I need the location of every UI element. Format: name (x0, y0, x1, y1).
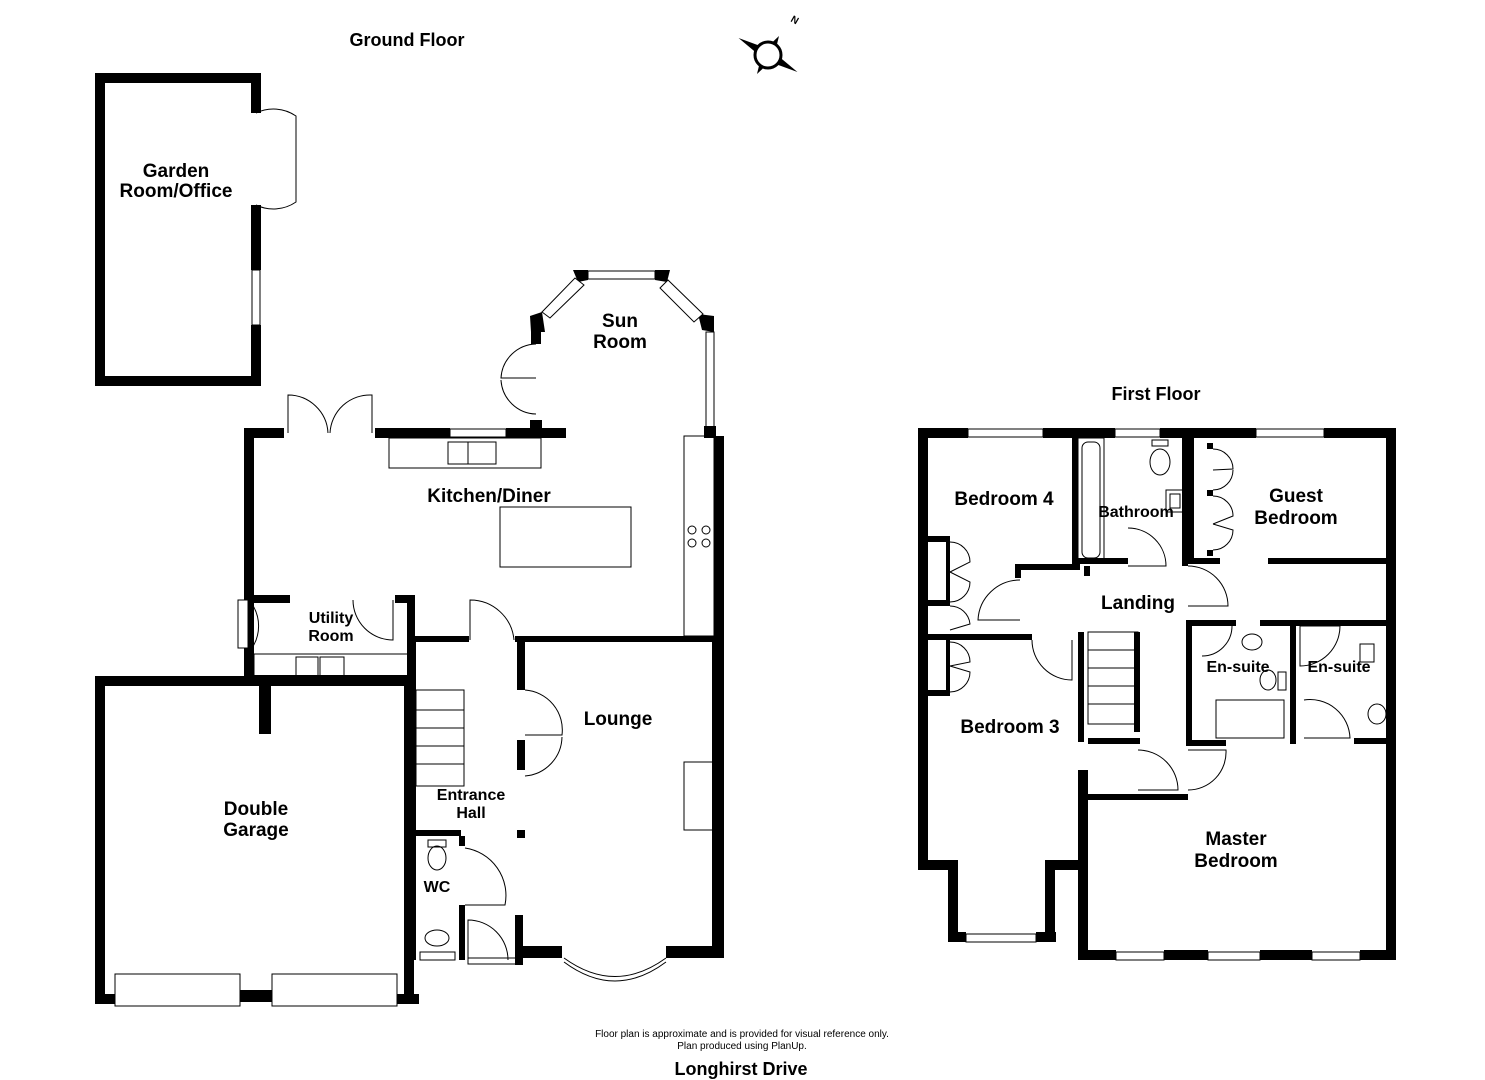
disclaimer-line-2: Plan produced using PlanUp. (677, 1041, 807, 1052)
address-label: Longhirst Drive (674, 1059, 807, 1079)
landing-label: Landing (1101, 593, 1175, 614)
garden-room-label-1: Garden (143, 161, 210, 182)
lounge (517, 640, 724, 982)
disclaimer-line-1: Floor plan is approximate and is provide… (595, 1029, 889, 1040)
sun-room (500, 270, 716, 438)
double-garage (95, 676, 419, 1007)
bathroom (1077, 437, 1188, 567)
ground-floor-title: Ground Floor (350, 30, 465, 50)
guest-bedroom-label-2: Bedroom (1254, 508, 1337, 529)
utility-room-label-1: Utility (309, 610, 354, 627)
entrance-hall (408, 640, 563, 965)
guest-bedroom-label-1: Guest (1269, 486, 1324, 507)
first-floor-walls (918, 428, 1396, 961)
en-suite-2-label: En-suite (1307, 659, 1370, 676)
kitchen-diner (244, 394, 724, 678)
bedroom-4-label: Bedroom 4 (954, 489, 1054, 510)
entrance-hall-label-1: Entrance (437, 787, 506, 804)
first-floor-title: First Floor (1112, 384, 1201, 404)
sun-room-label-1: Sun (602, 311, 638, 332)
bedroom-3-label: Bedroom 3 (960, 717, 1059, 738)
compass-rose-icon: N (738, 14, 801, 75)
bedroom-4 (928, 428, 1080, 631)
utility-room-label-2: Room (308, 628, 353, 645)
master-bedroom-label-2: Bedroom (1194, 851, 1277, 872)
sun-room-label-2: Room (593, 332, 647, 353)
en-suites (1186, 620, 1387, 746)
double-garage-label-2: Garage (223, 820, 288, 841)
master-bedroom-label-1: Master (1205, 829, 1267, 850)
bathroom-label: Bathroom (1098, 504, 1174, 521)
garden-room-label-2: Room/Office (120, 181, 233, 202)
landing (928, 566, 1227, 800)
wc-label: WC (424, 879, 451, 896)
double-garage-label-1: Double (224, 799, 288, 820)
bedroom-3 (928, 640, 971, 696)
lounge-label: Lounge (584, 709, 653, 730)
en-suite-1-label: En-suite (1206, 659, 1269, 676)
compass-north-letter: N (789, 14, 801, 27)
garden-room (95, 73, 297, 386)
kitchen-diner-label: Kitchen/Diner (427, 486, 551, 507)
guest-bedroom (1187, 438, 1396, 607)
entrance-hall-label-2: Hall (456, 805, 485, 822)
